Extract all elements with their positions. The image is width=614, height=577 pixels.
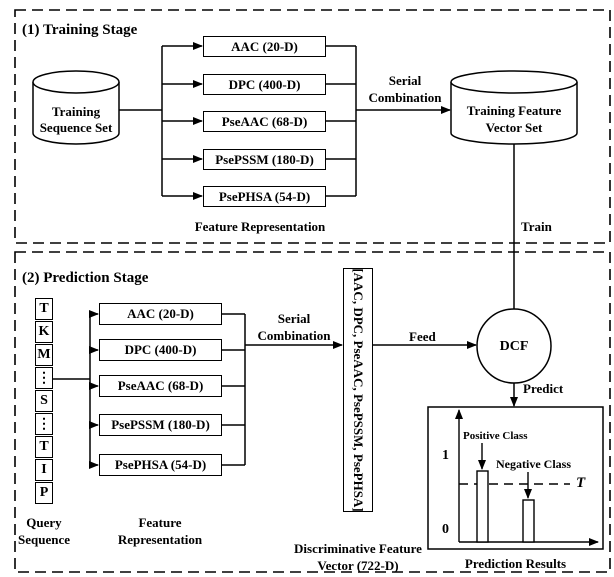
query-caption-line1: Query — [26, 515, 62, 530]
discriminative-vector-box: [AAC, DPC, PseAAC, PsePSSM, PsePHSA] — [343, 268, 373, 512]
query-residue: T — [35, 298, 53, 320]
results-panel — [427, 406, 604, 550]
vector-caption-line2: Vector (722-D) — [317, 558, 399, 573]
training-stage-frame — [14, 9, 611, 244]
train-feature-box-pseaac: PseAAC (68-D) — [203, 111, 326, 132]
pred-combine-label-line1: Serial — [277, 311, 311, 326]
results-chart — [455, 409, 599, 546]
dcf-label: DCF — [499, 339, 529, 354]
predict-arrow-label: Predict — [523, 381, 564, 396]
pred-feature-box-psephsa: PsePHSA (54-D) — [99, 454, 222, 476]
positive-class-label: Positive Class — [463, 430, 528, 442]
query-residue: S — [35, 390, 53, 412]
vector-caption-line1: Discriminative Feature — [294, 541, 422, 556]
query-residue: ⋮ — [35, 367, 53, 389]
y-tick-zero: 0 — [442, 522, 449, 537]
train-arrow-label: Train — [521, 219, 552, 234]
query-residue: P — [35, 482, 53, 504]
threshold-label: T — [576, 475, 586, 491]
train-feature-box-aac: AAC (20-D) — [203, 36, 326, 57]
discriminative-vector-text: [AAC, DPC, PseAAC, PsePSSM, PsePHSA] — [351, 268, 366, 512]
train-feature-box-dpc: DPC (400-D) — [203, 74, 326, 95]
positive-class-bar — [476, 470, 489, 543]
query-caption-line2: Sequence — [18, 532, 70, 547]
training-dataset-label-line1: Training — [51, 104, 101, 119]
training-vector-label-line1: Training Feature — [466, 103, 562, 118]
y-tick-one: 1 — [442, 448, 449, 463]
query-residue: ⋮ — [35, 413, 53, 435]
pred-feature-box-aac: AAC (20-D) — [99, 303, 222, 325]
pred-combine-label-line2: Combination — [257, 328, 331, 343]
pred-feature-box-psepssm: PsePSSM (180-D) — [99, 414, 222, 436]
train-feature-box-psephsa: PsePHSA (54-D) — [203, 186, 326, 207]
feed-arrow-label: Feed — [409, 329, 436, 344]
prediction-stage-title: (2) Prediction Stage — [22, 270, 149, 286]
training-stage-title: (1) Training Stage — [22, 22, 138, 38]
query-residue: K — [35, 321, 53, 343]
query-residue: I — [35, 459, 53, 481]
train-combine-label-line2: Combination — [368, 90, 442, 105]
pred-feature-caption-line2: Representation — [117, 532, 203, 547]
query-residue: M — [35, 344, 53, 366]
query-residue: T — [35, 436, 53, 458]
dcf-classifier-circle — [476, 308, 552, 384]
prediction-connectors — [53, 310, 518, 469]
prediction-stage-frame — [14, 251, 611, 573]
pred-feature-box-dpc: DPC (400-D) — [99, 339, 222, 361]
pred-feature-caption-line1: Feature — [138, 515, 182, 530]
training-connectors — [119, 42, 518, 321]
pred-feature-box-pseaac: PseAAC (68-D) — [99, 375, 222, 397]
training-dataset-cylinder — [32, 70, 120, 145]
train-feature-box-psepssm: PsePSSM (180-D) — [203, 149, 326, 170]
results-caption: Prediction Results — [464, 556, 567, 571]
training-vector-label-line2: Vector Set — [485, 120, 543, 135]
negative-class-bar — [522, 499, 535, 543]
negative-class-label: Negative Class — [496, 457, 571, 471]
training-dataset-label-line2: Sequence Set — [39, 120, 113, 135]
train-feature-caption: Feature Representation — [194, 219, 326, 234]
train-combine-label-line1: Serial — [388, 73, 422, 88]
